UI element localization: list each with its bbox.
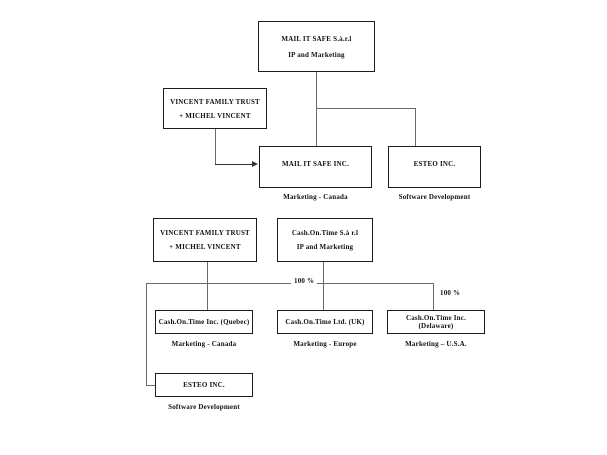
caption-cashontime-uk: Marketing - Europe — [293, 340, 357, 348]
mailitsafe-inc-name: MAIL IT SAFE INC. — [281, 160, 350, 168]
connector-owner2-to-quebec — [207, 262, 208, 310]
box-mailitsafe-sarl: MAIL IT SAFE S.à.r.l IP and Marketing — [258, 21, 375, 72]
caption-mailitsafe-inc: Marketing - Canada — [283, 193, 348, 201]
box-cashontime-delaware: Cash.On.Time Inc. (Delaware) — [387, 310, 485, 334]
connector-to-mailitsafe-inc — [316, 108, 317, 146]
vincent-trust2-line2: + MICHEL VINCENT — [169, 243, 241, 251]
ownership-label-right: 100 % — [437, 289, 464, 297]
connector-to-esteo2-down — [146, 283, 147, 385]
box-esteo-top: ESTEO INC. — [388, 146, 481, 188]
box-cashontime-quebec: Cash.On.Time Inc. (Quebec) — [155, 310, 253, 334]
caption-cashontime-quebec: Marketing - Canada — [171, 340, 237, 348]
cashontime-sarl-line1: Cash.On.Time S.à r.l — [291, 229, 359, 237]
vincent-trust-line1: VINCENT FAMILY TRUST — [170, 97, 260, 106]
arrow-right-icon — [252, 161, 258, 167]
connector-ownership-horizontal — [146, 283, 434, 284]
connector-branch-horizontal — [316, 108, 416, 109]
cashontime-uk-name: Cash.On.Time Ltd. (UK) — [285, 318, 365, 326]
connector-root2-to-uk — [323, 262, 324, 310]
connector-to-esteo2-stub — [146, 385, 156, 386]
box-vincent-family-trust-top: VINCENT FAMILY TRUST + MICHEL VINCENT — [163, 88, 267, 129]
cashontime-quebec-name: Cash.On.Time Inc. (Quebec) — [158, 318, 250, 326]
box-mailitsafe-sarl-line1: MAIL IT SAFE S.à.r.l — [281, 34, 352, 43]
ownership-label-center: 100 % — [291, 277, 318, 285]
caption-esteo-bottom: Software Development — [168, 403, 240, 411]
caption-cashontime-delaware: Marketing – U.S.A. — [405, 340, 467, 348]
connector-owner-down — [215, 129, 216, 164]
vincent-trust-line2: + MICHEL VINCENT — [179, 111, 251, 120]
caption-esteo-top: Software Development — [398, 193, 471, 201]
connector-to-delaware — [433, 283, 434, 310]
connector-root-down — [316, 72, 317, 108]
esteo-bottom-name: ESTEO INC. — [183, 381, 225, 389]
cashontime-sarl-line2: IP and Marketing — [296, 243, 354, 251]
box-vincent-family-trust-bottom: VINCENT FAMILY TRUST + MICHEL VINCENT — [153, 218, 257, 262]
box-cashontime-uk: Cash.On.Time Ltd. (UK) — [277, 310, 373, 334]
connector-owner-arrow-line — [215, 164, 253, 165]
cashontime-delaware-name: Cash.On.Time Inc. (Delaware) — [405, 314, 467, 330]
esteo-top-name: ESTEO INC. — [413, 160, 456, 168]
box-mailitsafe-inc: MAIL IT SAFE INC. — [259, 146, 372, 188]
box-mailitsafe-sarl-line2: IP and Marketing — [288, 50, 345, 59]
vincent-trust2-line1: VINCENT FAMILY TRUST — [160, 229, 250, 237]
box-esteo-bottom: ESTEO INC. — [155, 373, 253, 397]
box-cashontime-sarl: Cash.On.Time S.à r.l IP and Marketing — [277, 218, 373, 262]
connector-to-esteo — [415, 108, 416, 146]
